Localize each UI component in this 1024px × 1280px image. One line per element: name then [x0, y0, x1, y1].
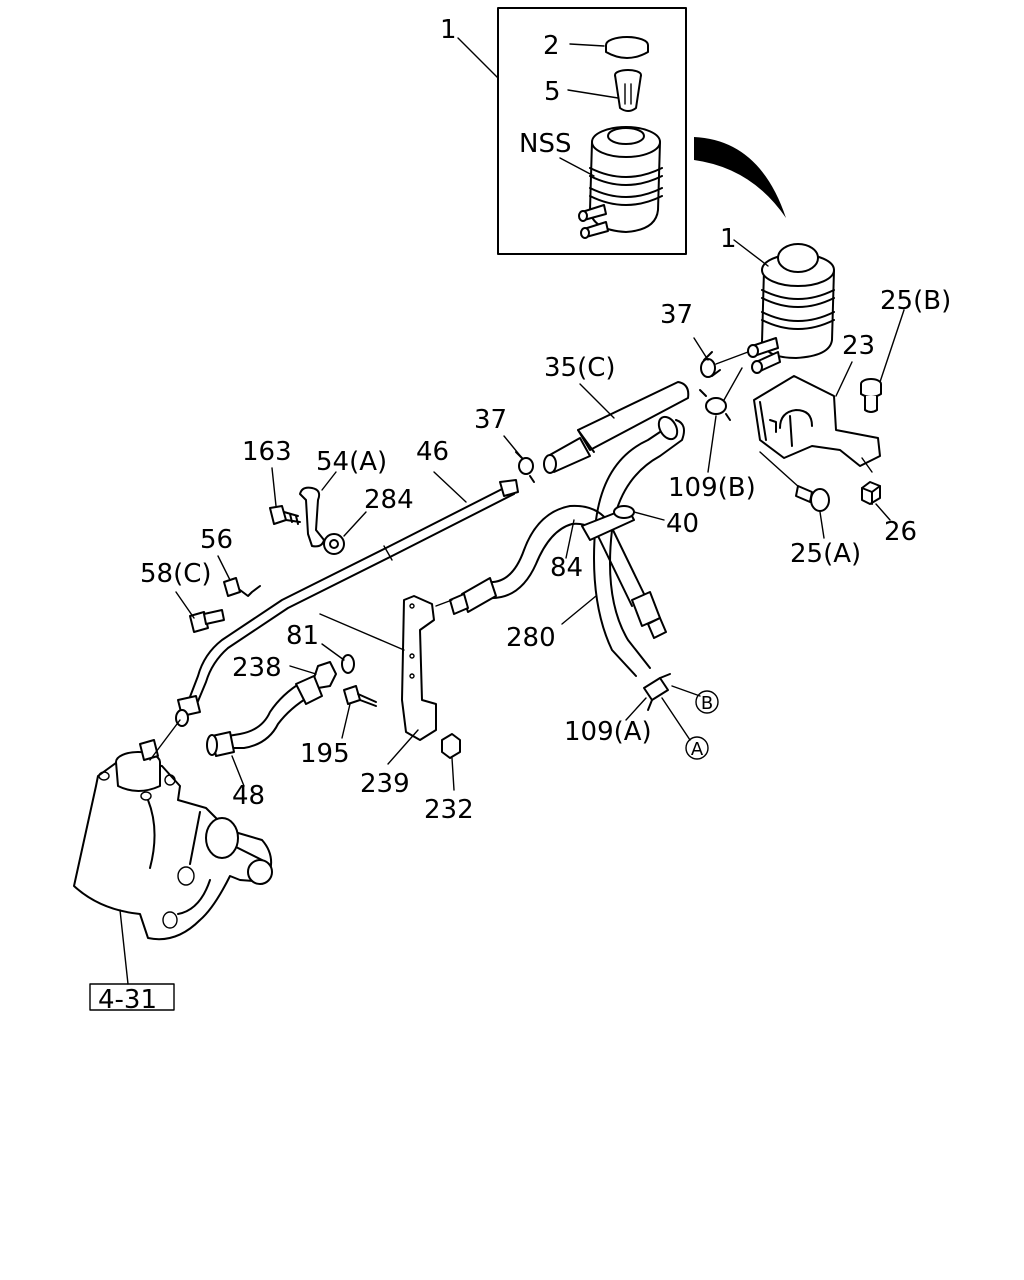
callout-46: 46	[416, 437, 449, 467]
callout-35c: 35(C)	[544, 353, 616, 383]
callout-195: 195	[300, 739, 350, 769]
callout-109b: 109(B)	[668, 473, 756, 503]
pipe-part-48	[206, 675, 323, 757]
callout-81: 81	[286, 621, 319, 651]
callout-163: 163	[242, 437, 292, 467]
hose-clamp-part-109b	[699, 389, 731, 421]
callout-239: 239	[360, 769, 410, 799]
callout-232: 232	[424, 795, 474, 825]
callout-280: 280	[506, 623, 556, 653]
callout-labels: 1 2 5 NSS 1 25(B) 37 23 35(C) 37 163 54(…	[140, 15, 951, 825]
callout-40: 40	[666, 509, 699, 539]
nut-part-232	[441, 733, 461, 759]
callout-1-inset: 1	[440, 15, 457, 45]
connector-b: B	[695, 690, 719, 714]
bolt-part-58c	[189, 609, 225, 633]
callout-56: 56	[200, 525, 233, 555]
connector-b-label: B	[701, 693, 713, 714]
reservoir-body-part	[578, 126, 663, 239]
connector-a-label: A	[691, 739, 704, 760]
clip-part-54a	[299, 486, 325, 548]
bolt-part-195	[343, 685, 377, 707]
callout-1-main: 1	[720, 224, 737, 254]
reservoir-inset	[497, 7, 687, 255]
callout-5: 5	[544, 77, 561, 107]
reference-box: 4-31	[89, 983, 175, 1015]
bolt-part-25b	[860, 378, 882, 413]
reservoir-bracket-part	[753, 361, 881, 489]
callout-48: 48	[232, 781, 265, 811]
callout-109a: 109(A)	[564, 717, 652, 747]
callout-23: 23	[842, 331, 875, 361]
callout-54a: 54(A)	[316, 447, 387, 477]
hose-part-35c	[543, 381, 690, 474]
return-hose-part-280	[593, 415, 685, 677]
callout-26: 26	[884, 517, 917, 547]
reservoir-filter-part	[614, 69, 642, 112]
direction-arrow-icon	[694, 137, 786, 218]
callout-238: 238	[232, 653, 282, 683]
callout-nss: NSS	[519, 129, 571, 159]
bolt-part-25a	[795, 485, 830, 512]
callout-37-top: 37	[660, 300, 693, 330]
bracket-part-239	[401, 595, 437, 741]
callout-2: 2	[543, 31, 560, 61]
hose-clamp-part-109a	[643, 673, 671, 711]
callout-284: 284	[364, 485, 414, 515]
pipe-part-46	[175, 479, 519, 727]
hose-clamp-part-40	[581, 505, 635, 541]
callout-25a: 25(A)	[790, 539, 861, 569]
main-reservoir-part	[747, 243, 835, 374]
callout-58c: 58(C)	[140, 559, 212, 589]
hose-clamp-part-37-mid	[515, 451, 535, 483]
reservoir-cap-part	[605, 36, 649, 59]
washer-part-81	[341, 654, 355, 674]
nut-part-26	[861, 481, 881, 505]
clip-part-56	[223, 577, 261, 597]
steering-gear-box-part	[73, 739, 273, 941]
connector-a: A	[685, 736, 709, 760]
callout-25b: 25(B)	[880, 286, 951, 316]
callout-84: 84	[550, 553, 583, 583]
pressure-hose-part-84	[449, 504, 667, 639]
reference-box-label: 4-31	[98, 985, 157, 1015]
nut-part-284	[323, 533, 345, 555]
callout-37-mid: 37	[474, 405, 507, 435]
bolt-part-163	[269, 505, 301, 525]
hose-clamp-part-37-top	[700, 351, 721, 378]
